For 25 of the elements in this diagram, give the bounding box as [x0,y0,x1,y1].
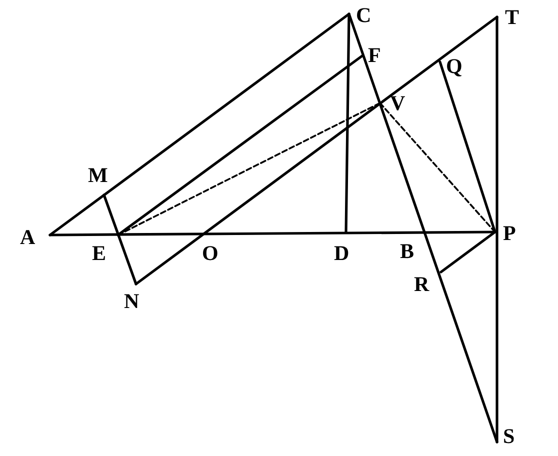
point-label: B [400,240,414,262]
point-label: V [390,92,406,114]
line-segment [48,12,350,236]
point-label: N [124,290,140,312]
point-label: O [202,242,218,264]
line-segment [116,54,364,236]
point-label: M [88,164,108,186]
point-label: S [503,425,515,447]
line-segment [440,230,496,274]
line-segment [496,16,498,444]
point-label: Q [446,55,462,77]
line-segment [102,194,138,286]
line-segment [134,16,498,286]
line-segment [344,12,350,234]
point-label: A [20,226,36,248]
point-label: T [505,6,520,28]
dashed-line [379,102,496,233]
point-label: E [92,242,106,264]
point-label: C [356,4,372,26]
point-label: D [334,242,350,264]
line-segment [348,12,498,444]
point-label: R [414,273,430,295]
line-segment [438,60,496,234]
point-label: P [503,222,516,244]
point-label: F [368,44,381,66]
